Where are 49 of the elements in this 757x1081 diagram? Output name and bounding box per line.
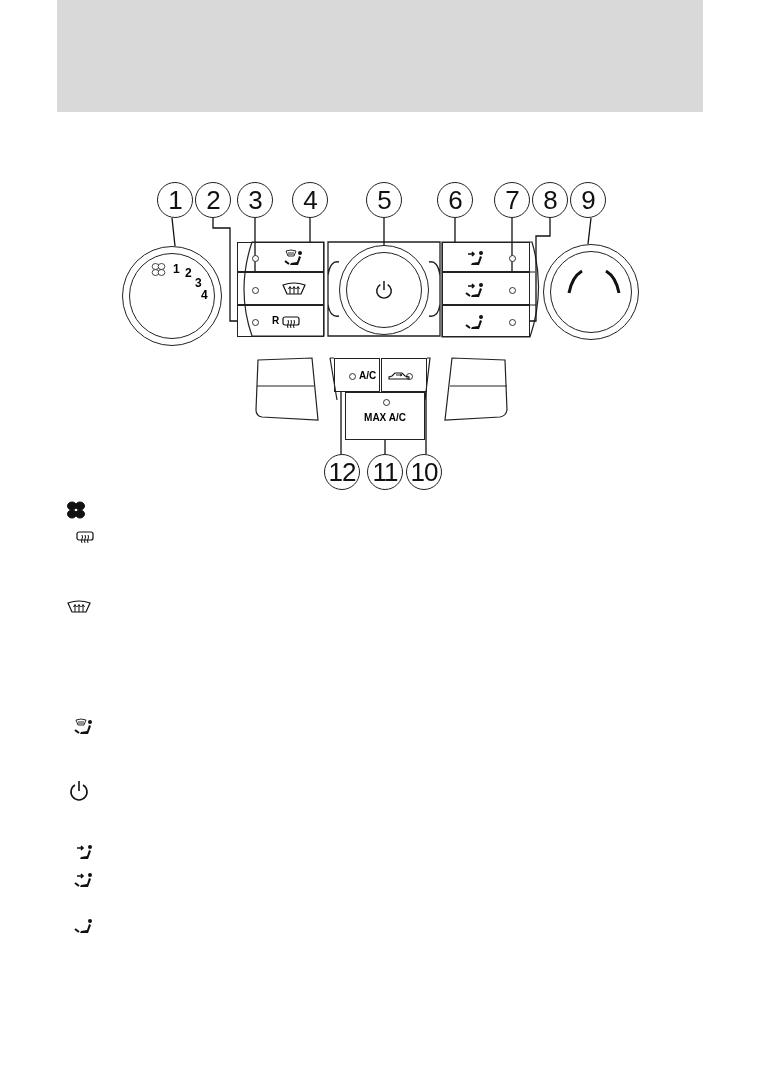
callout-number: 9 bbox=[580, 183, 596, 217]
button-label: R bbox=[272, 316, 280, 326]
leader-line bbox=[309, 217, 311, 243]
leader-line bbox=[587, 217, 592, 245]
control-button bbox=[442, 305, 530, 337]
speed-number: 3 bbox=[195, 277, 202, 289]
callout-number: 2 bbox=[205, 183, 221, 217]
callout-number: 6 bbox=[447, 183, 463, 217]
callout-circle bbox=[292, 182, 328, 218]
leader-line bbox=[383, 217, 385, 246]
callout-number: 5 bbox=[376, 183, 392, 217]
callout-circle bbox=[157, 182, 193, 218]
control-button bbox=[442, 272, 530, 305]
leader-line bbox=[340, 391, 342, 455]
speed-number: 1 bbox=[173, 263, 180, 275]
leader-line bbox=[425, 391, 427, 455]
leader-line bbox=[511, 217, 513, 273]
callout-number: 7 bbox=[504, 183, 520, 217]
callout-circle bbox=[494, 182, 530, 218]
leader-line bbox=[254, 217, 256, 273]
callout-circle bbox=[195, 182, 231, 218]
leader-line bbox=[529, 217, 551, 322]
control-button bbox=[345, 392, 425, 440]
control-button bbox=[237, 272, 324, 305]
callout-number: 8 bbox=[542, 183, 558, 217]
control-button bbox=[381, 358, 427, 392]
leader-line bbox=[212, 217, 238, 322]
button-label: A/C bbox=[359, 371, 377, 381]
callout-circle bbox=[532, 182, 568, 218]
callout-number: 4 bbox=[302, 183, 318, 217]
speed-number: 2 bbox=[185, 267, 192, 279]
leader-line bbox=[454, 217, 456, 243]
callout-number: 1 bbox=[167, 183, 183, 217]
control-button bbox=[237, 305, 324, 337]
control-button bbox=[334, 358, 380, 392]
control-button bbox=[237, 242, 324, 272]
leader-line bbox=[384, 439, 386, 455]
button-label: MAX A/C bbox=[363, 413, 407, 423]
callout-number: 3 bbox=[247, 183, 263, 217]
leader-line bbox=[171, 217, 176, 247]
callout-number: 11 bbox=[371, 455, 399, 489]
callout-circle bbox=[366, 182, 402, 218]
speed-number: 4 bbox=[201, 289, 208, 301]
callout-circle bbox=[437, 182, 473, 218]
control-button bbox=[442, 242, 530, 272]
callout-circle bbox=[237, 182, 273, 218]
callout-number: 12 bbox=[327, 455, 357, 489]
callout-number: 10 bbox=[409, 455, 439, 489]
callout-circle bbox=[570, 182, 606, 218]
